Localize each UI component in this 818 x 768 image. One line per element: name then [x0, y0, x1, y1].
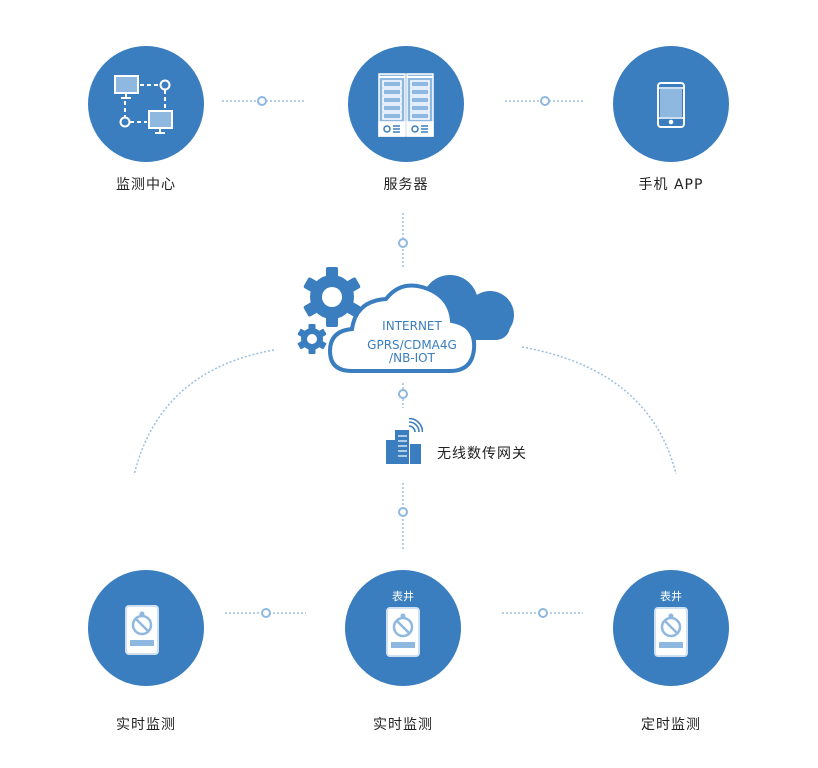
- label-realtime-monitor-1: 实时监测: [116, 717, 176, 733]
- label-monitoring-center: 监测中心: [116, 177, 176, 193]
- gear-icon: [303, 267, 361, 327]
- node-scheduled-monitor[interactable]: 表井: [613, 570, 729, 686]
- link-node: [538, 608, 548, 618]
- node-server[interactable]: [348, 46, 464, 162]
- network-monitors-icon: [114, 75, 173, 134]
- link-node: [540, 96, 550, 106]
- cloud-text-internet: INTERNET: [382, 319, 442, 333]
- link-node: [261, 608, 271, 618]
- meter-device-icon: [654, 607, 688, 657]
- arc-right: [521, 346, 677, 475]
- gear-small-icon: [297, 324, 327, 354]
- label-server: 服务器: [383, 177, 429, 193]
- link-node: [257, 96, 267, 106]
- label-scheduled-monitor: 定时监测: [641, 717, 701, 733]
- label-mobile-app: 手机 APP: [638, 177, 704, 193]
- cloud-network-group: [297, 267, 514, 373]
- node-realtime-monitor-2[interactable]: 表井: [345, 570, 461, 686]
- building-wireless-icon: [386, 418, 423, 464]
- cloud-front-icon: [327, 283, 477, 373]
- sublabel-meter-well: 表井: [660, 590, 682, 603]
- node-monitoring-center[interactable]: [88, 46, 204, 162]
- link-node: [398, 507, 408, 517]
- cloud-text-protocols: GPRS/CDMA4G: [367, 338, 457, 352]
- arc-left: [133, 349, 275, 476]
- cloud-text-nbiot: /NB-IOT: [389, 351, 435, 365]
- label-realtime-monitor-2: 实时监测: [373, 717, 433, 733]
- node-mobile-app[interactable]: [613, 46, 729, 162]
- sublabel-meter-well: 表井: [392, 590, 414, 603]
- server-rack-icon: [378, 73, 434, 137]
- mobile-phone-icon: [657, 82, 685, 128]
- link-node: [398, 389, 408, 399]
- meter-device-icon: [386, 607, 420, 657]
- node-realtime-monitor-1[interactable]: [88, 570, 204, 686]
- meter-device-icon: [125, 605, 159, 655]
- label-gateway: 无线数传网关: [437, 446, 527, 462]
- link-node: [398, 238, 408, 248]
